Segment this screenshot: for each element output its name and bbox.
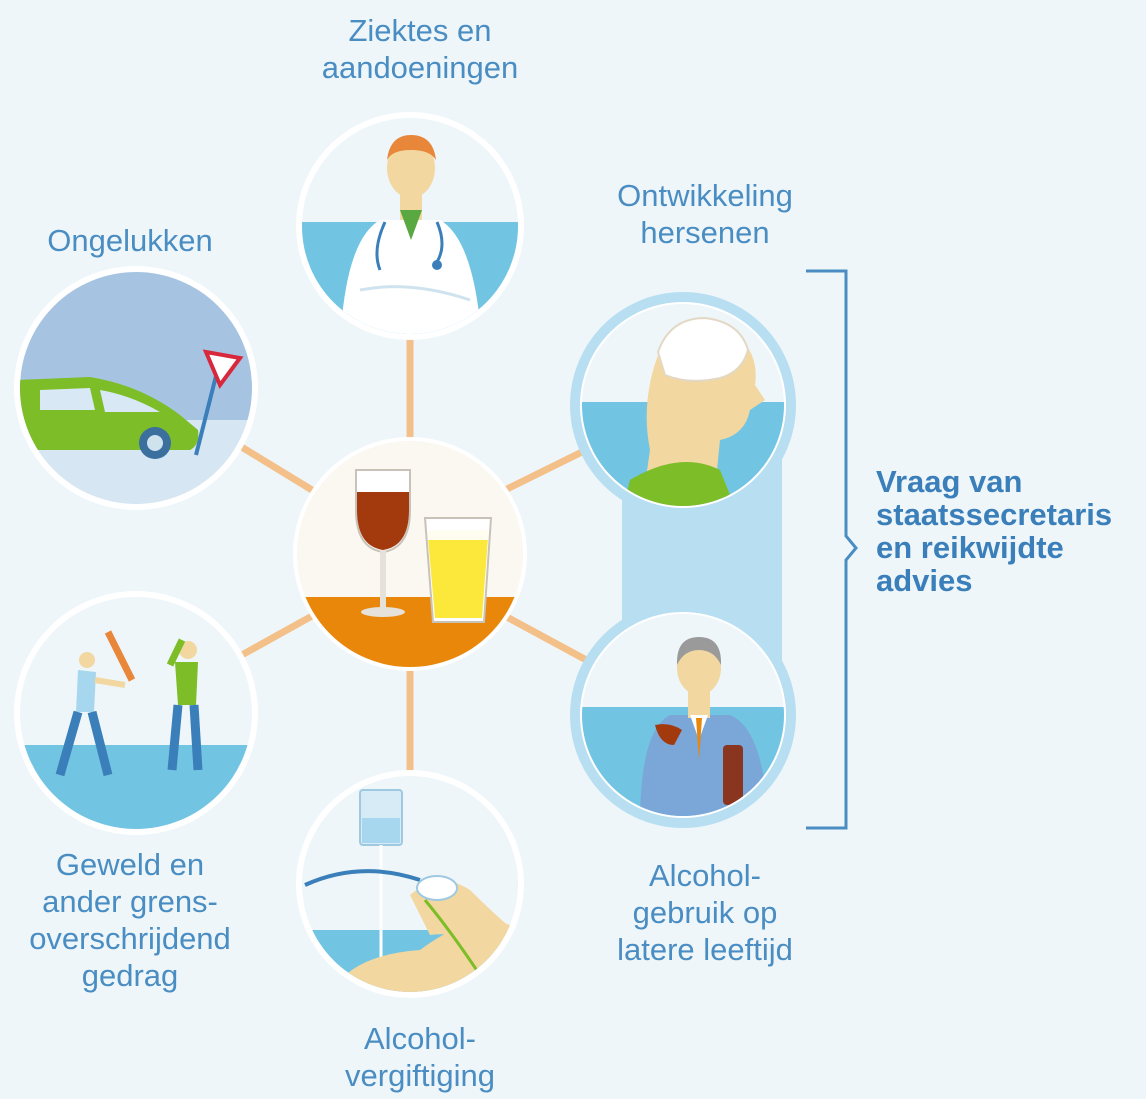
connector-geweld (238, 612, 314, 660)
label-line: Ontwikkeling (617, 178, 793, 213)
label-vergiftiging: Alcohol- vergiftiging (300, 1020, 540, 1094)
violence-icon (55, 630, 203, 777)
circle-vergiftiging (296, 770, 524, 998)
label-ontwikkeling: Ontwikkeling hersenen (580, 177, 830, 251)
label-line: overschrijdend (29, 921, 231, 956)
connector-ontwikkeling (503, 444, 592, 494)
bracket-label-line: advies (876, 563, 973, 598)
bracket (806, 269, 858, 830)
car-crash-icon (20, 349, 244, 459)
label-line: hersenen (640, 215, 770, 250)
bracket-label-line: en reikwijdte (876, 530, 1064, 565)
circle-ziektes (296, 112, 524, 340)
label-line: aandoeningen (321, 50, 519, 85)
label-geweld: Geweld en ander grens- overschrijdend ge… (5, 846, 255, 994)
alcohol-glasses-icon (355, 469, 493, 623)
label-line: Alcohol- (649, 858, 761, 893)
label-line: gedrag (81, 958, 179, 993)
older-man-drinking-icon (640, 637, 768, 816)
circle-ongelukken (14, 266, 258, 510)
circle-geweld (14, 591, 258, 835)
label-ziektes: Ziektes en aandoeningen (300, 12, 540, 86)
label-line: ander grens- (42, 884, 218, 919)
bracket-label-line: Vraag van (876, 464, 1023, 499)
label-line: Ongelukken (47, 223, 213, 258)
label-line: gebruik op (632, 895, 778, 930)
connectors (238, 330, 592, 778)
label-line: Geweld en (55, 847, 205, 882)
label-ongelukken: Ongelukken (20, 222, 240, 259)
connector-ongelukken (238, 443, 314, 493)
bracket-label-line: staatssecretaris (876, 497, 1113, 532)
doctor-icon (340, 135, 482, 334)
label-line: latere leeftijd (617, 932, 793, 967)
label-line: vergiftiging (345, 1058, 495, 1093)
center-circle (293, 437, 527, 671)
bracket-label: Vraag van staatssecretaris en reikwijdte… (876, 465, 1144, 597)
label-line: Ziektes en (348, 13, 492, 48)
connector-latere (503, 612, 592, 666)
label-line: Alcohol- (364, 1021, 476, 1056)
circle-ontwikkeling (580, 302, 786, 508)
label-latere: Alcohol- gebruik op latere leeftijd (580, 857, 830, 968)
